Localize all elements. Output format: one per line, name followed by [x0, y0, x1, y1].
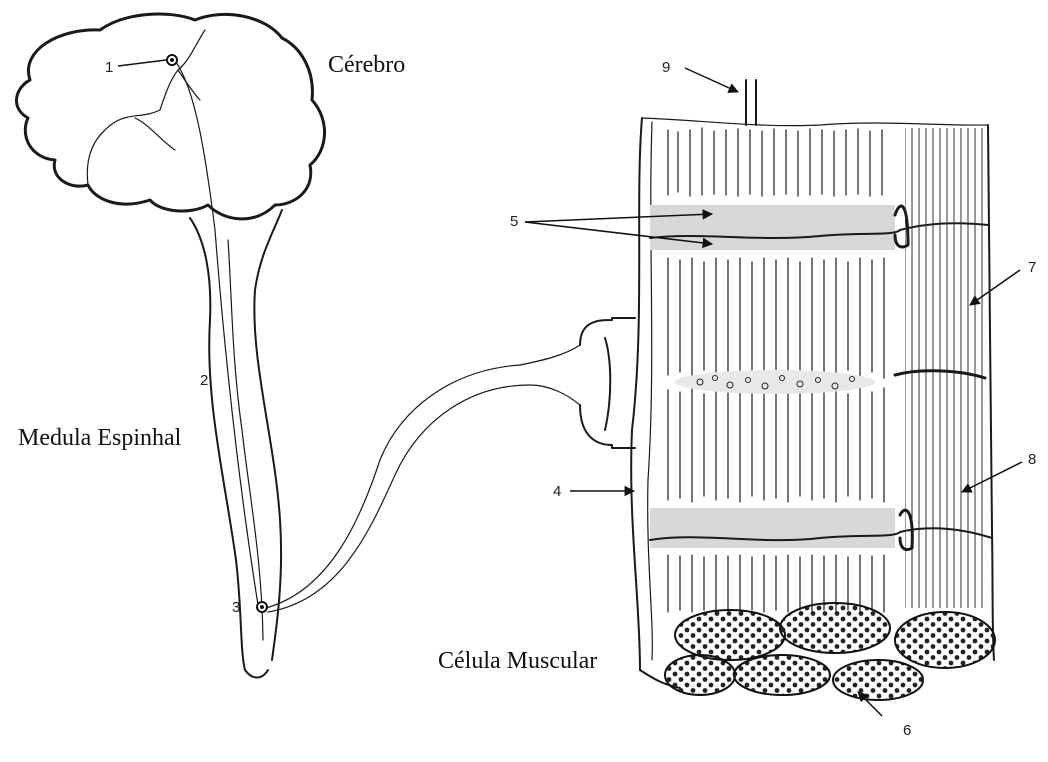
muscle-fiber — [631, 80, 995, 700]
upper-motor-axon — [176, 62, 258, 605]
callout-4: 4 — [553, 483, 561, 500]
brain-outline — [16, 14, 324, 219]
spinal-cord-label: Medula Espinhal — [18, 425, 182, 451]
brain-label: Cérebro — [328, 52, 405, 78]
callout-1: 1 — [105, 59, 113, 76]
band-lower — [650, 508, 895, 548]
callout-9: 9 — [662, 59, 670, 76]
brain-sulcus-lateral — [87, 110, 160, 185]
callout-2: 2 — [200, 372, 208, 389]
myofibril-cross-sections — [665, 603, 995, 700]
striations — [905, 128, 987, 608]
fiber-top-edge — [642, 118, 988, 126]
capillary-top — [746, 80, 756, 125]
lower-motor-neuron — [257, 345, 580, 612]
callout-3: 3 — [232, 599, 240, 616]
upper-motor-neuron — [167, 55, 258, 605]
sarcolemma-inner — [648, 122, 653, 660]
callout-6: 6 — [903, 722, 911, 739]
motor-end-plate — [580, 318, 635, 448]
callout-5: 5 — [510, 213, 518, 230]
fiber-right-edge — [988, 125, 994, 660]
brain-sulcus-2 — [178, 70, 200, 100]
spinal-cord-inner — [228, 240, 263, 640]
lower-motor-axon — [266, 345, 580, 608]
callout-8: 8 — [1028, 451, 1036, 468]
spinal-cord-right — [254, 210, 282, 660]
arrow-1 — [118, 60, 166, 66]
brain-sulcus-3 — [135, 118, 175, 150]
arrow-9 — [685, 68, 738, 92]
callout-7: 7 — [1028, 259, 1036, 276]
muscle-cell-label: Célula Muscular — [438, 648, 597, 674]
lower-motor-axon-2 — [268, 385, 580, 612]
sarcolemma-left — [631, 118, 680, 688]
brain — [16, 14, 324, 219]
band-upper — [650, 205, 895, 250]
end-plate-bulb — [580, 318, 635, 448]
